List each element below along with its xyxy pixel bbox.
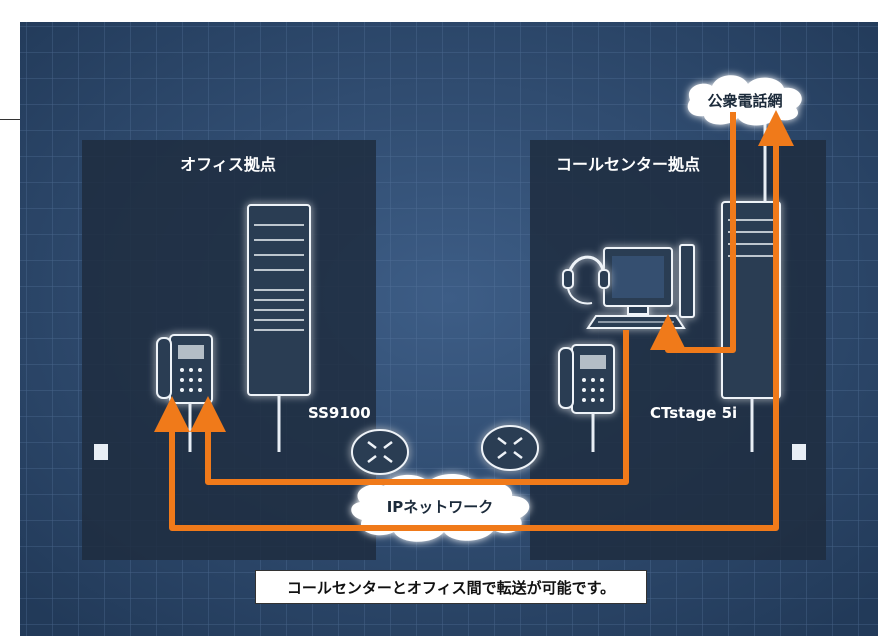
path-pstn-to-pc [650,112,736,353]
callcenter-server-label: CTstage 5i [650,404,737,422]
path-pc-to-office-phone [190,330,629,485]
router-left-icon [351,429,409,475]
pstn-label: 公衆電話網 [707,92,782,110]
callcenter-phone-icon [558,344,615,414]
office-phone-icon [156,334,213,404]
office-server-icon [247,204,311,396]
backbone-end-left [94,444,108,460]
office-site-panel [82,140,376,560]
headset-icon [562,255,610,305]
ip-network-label: IPネットワーク [387,498,494,516]
callcenter-pc-icon [586,244,695,329]
office-site-label: オフィス拠点 [180,155,276,174]
caption: コールセンターとオフィス間で転送が可能です。 [255,570,647,604]
router-right-icon [481,425,539,471]
path-pstn-to-office-phone [154,124,779,531]
office-server-label: SS9100 [308,404,371,422]
callcenter-site-label: コールセンター拠点 [556,155,700,174]
ip-network-cloud-icon [351,473,530,542]
backbone-end-right [792,444,806,460]
